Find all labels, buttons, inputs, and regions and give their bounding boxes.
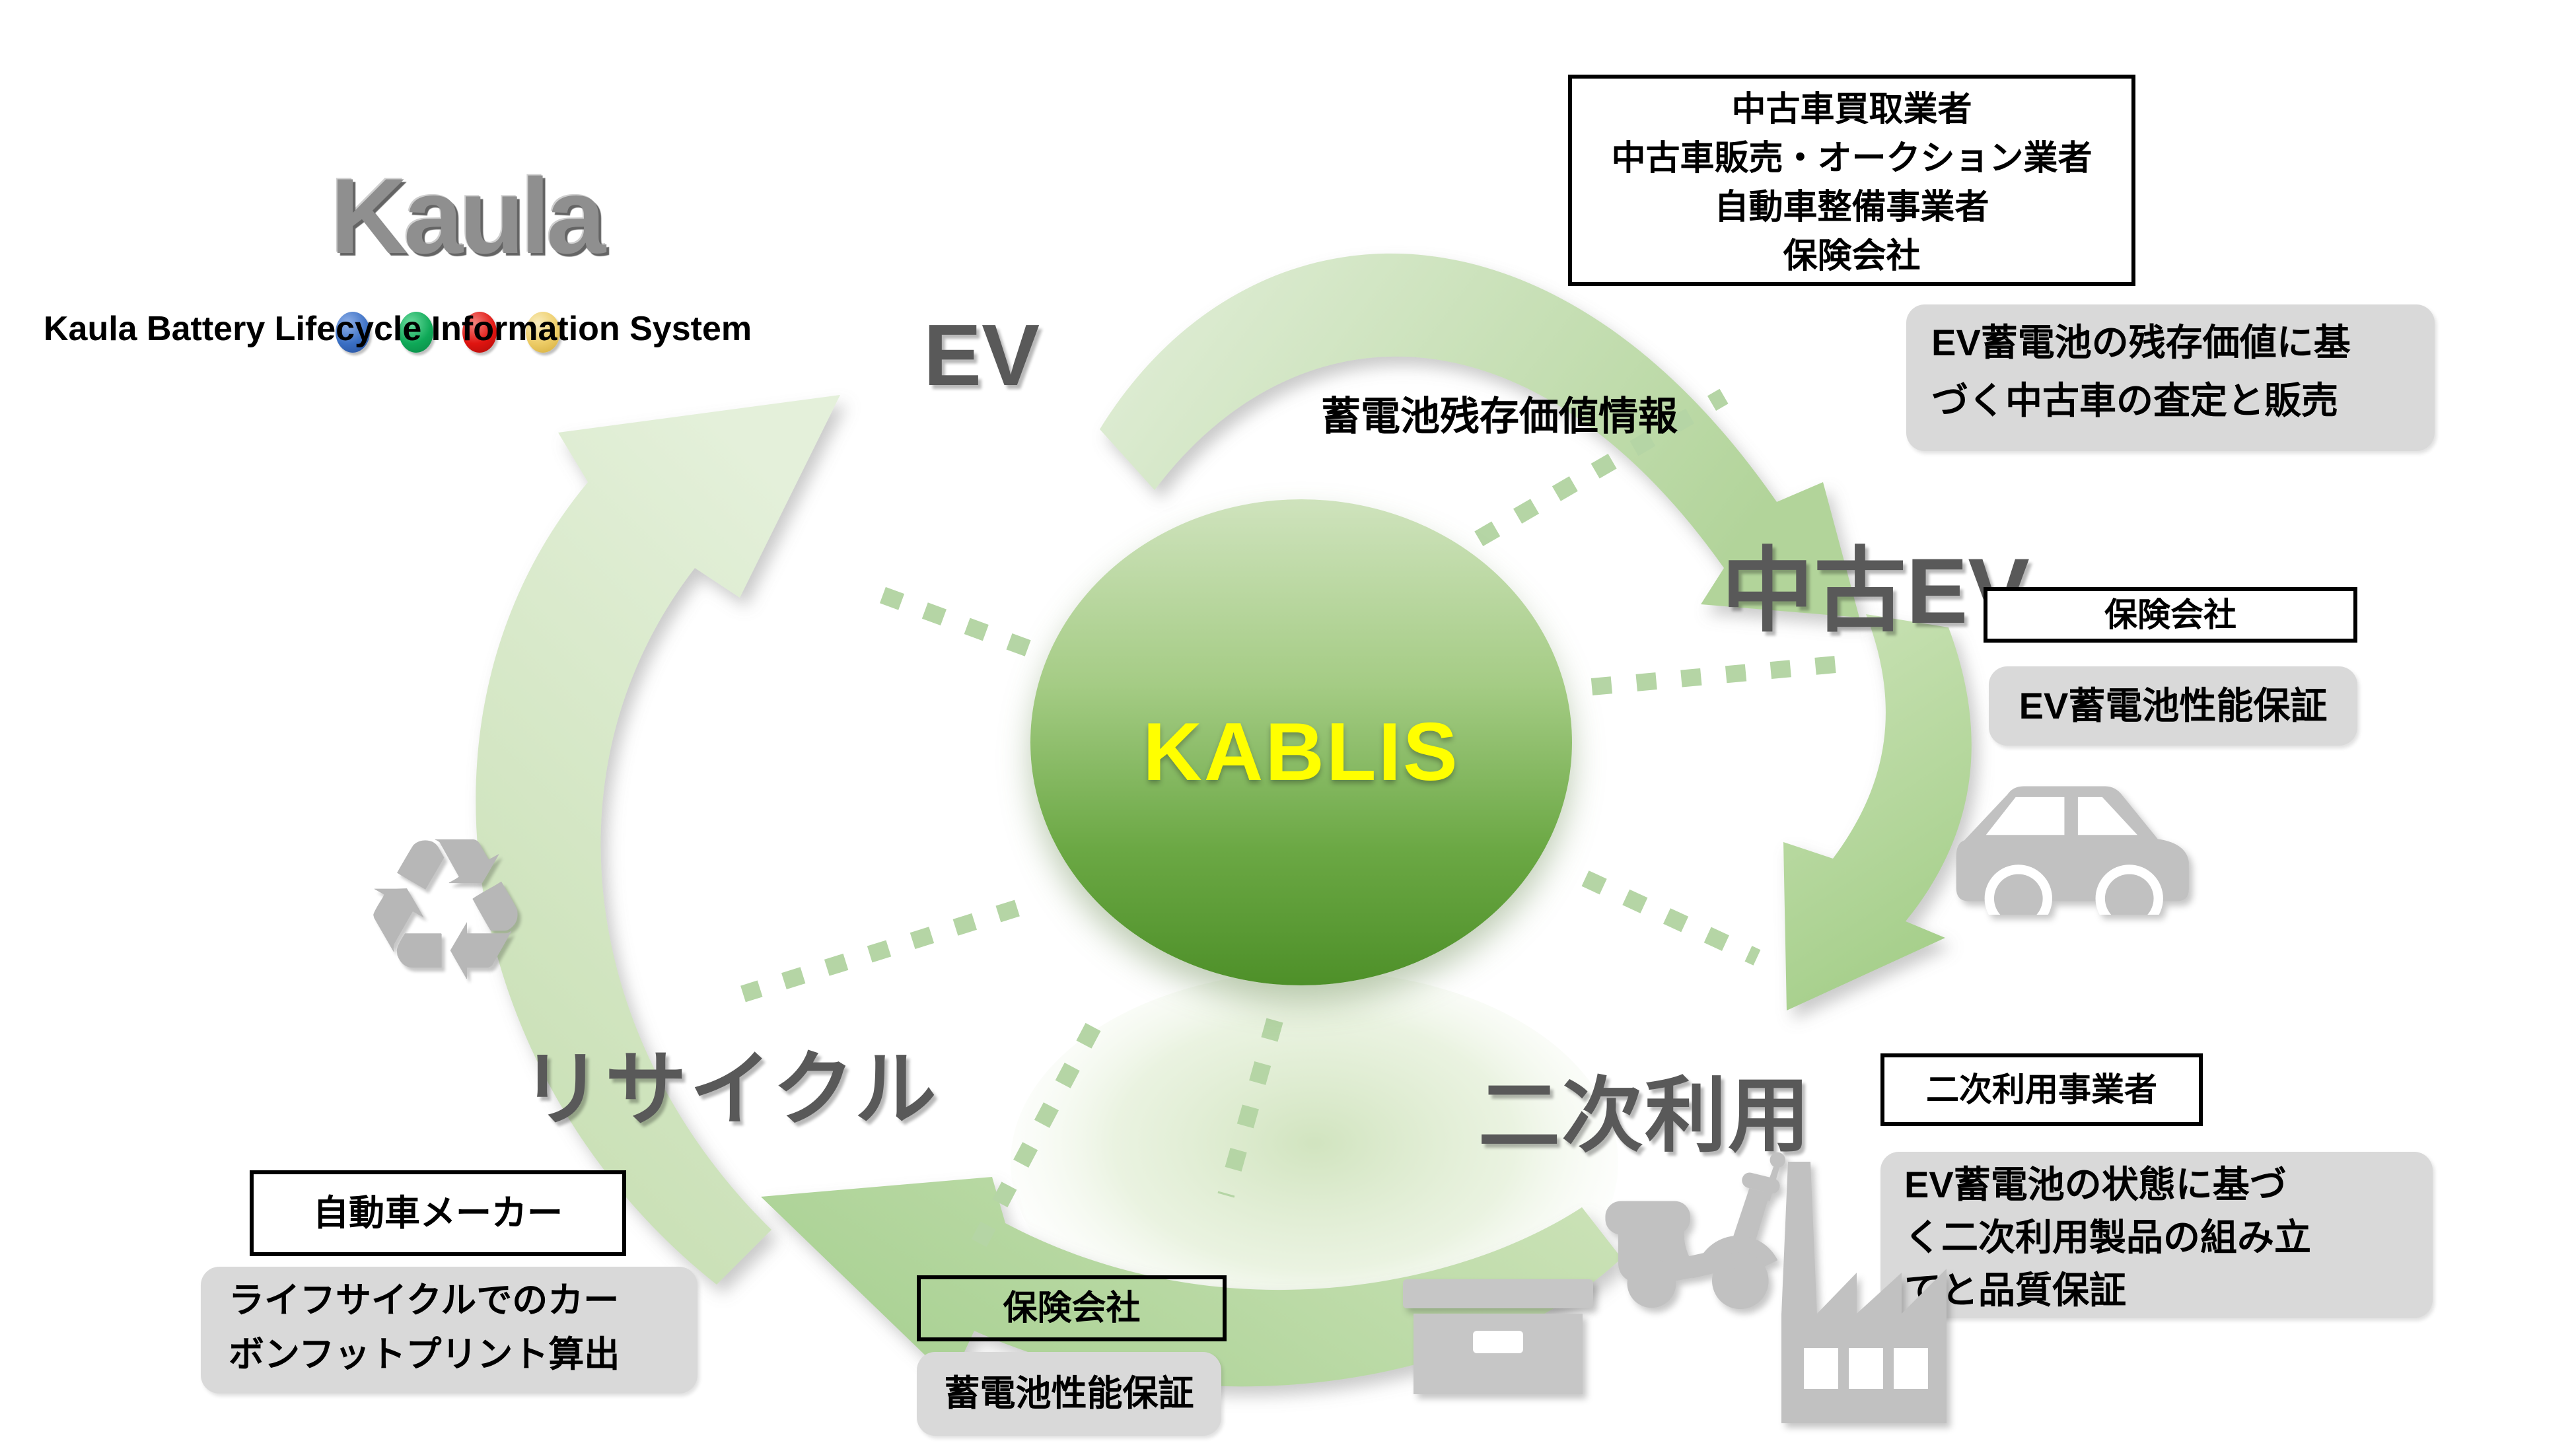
dash-link-secondary [1581, 870, 1761, 966]
circle-reflection [1011, 971, 1618, 1354]
used-car-players-line: 保険会社 [1783, 237, 1921, 275]
system-subtitle: Kaula Battery Lifecycle Information Syst… [44, 310, 752, 348]
insurer-bottom-box: 保険会社 [917, 1275, 1227, 1341]
used-car-players-box: 中古車買取業者 中古車販売・オークション業者 自動車整備事業者 保険会社 [1568, 75, 2135, 286]
yellow-dot-icon [526, 312, 560, 353]
stage-label-secondary-use: 二次利用 [1478, 1071, 1812, 1162]
factory-icon [1770, 1156, 1958, 1429]
stage-label-ev: EV [923, 306, 1040, 404]
used-car-players-line: 中古車販売・オークション業者 [1611, 139, 2093, 178]
battery-residual-value-label: 蓄電池残存価値情報 [1321, 394, 1678, 439]
insurer-right-box: 保険会社 [1984, 587, 2357, 643]
dash-link-insurer-right [1591, 655, 1844, 695]
used-car-players-line: 中古車買取業者 [1731, 90, 1972, 129]
dash-link-insurer-bottom [1217, 1018, 1283, 1198]
recycle-icon: ♻ [357, 799, 534, 1021]
green-dot-icon [399, 312, 433, 353]
red-dot-icon [462, 312, 497, 353]
battery-box-icon [1399, 1275, 1597, 1398]
arc-secondary-to-recycle [761, 1177, 1622, 1387]
secondary-use-player-box: 二次利用事業者 [1880, 1053, 2203, 1126]
automaker-note-line: ライフサイクルでのカー [229, 1281, 620, 1320]
dash-link-ev [869, 583, 1073, 672]
automaker-box: 自動車メーカー [250, 1170, 626, 1256]
arc-used-ev-to-secondary [1783, 614, 1972, 1010]
dash-link-used-ev [1435, 388, 1729, 569]
arc-recycle-to-ev [476, 395, 840, 1285]
battery-warranty-box: 蓄電池性能保証 [917, 1352, 1221, 1436]
kablis-title: KABLIS [1143, 707, 1460, 798]
used-ev-note-line: EV蓄電池の残存価値に基 [1931, 322, 2351, 363]
stage-label-used-ev: 中古EV [1721, 539, 2030, 643]
ev-battery-warranty-box: EV蓄電池性能保証 [1989, 666, 2357, 746]
kablis-circle: KABLIS [1030, 499, 1572, 985]
used-ev-note-box: EV蓄電池の残存価値に基 づく中古車の査定と販売 [1906, 304, 2435, 451]
kaula-logo: Kaula [330, 157, 606, 276]
automaker-note-line: ボンフットプリント算出 [229, 1335, 620, 1374]
secondary-use-note-line: てと品質保証 [1904, 1269, 2126, 1311]
stage-label-recycle: リサイクル [520, 1044, 939, 1135]
arc-ev-to-used-ev [1100, 253, 1859, 618]
secondary-use-note-line: EV蓄電池の状態に基づ [1904, 1164, 2287, 1205]
dash-link-recycle [740, 900, 1020, 1003]
used-car-players-line: 自動車整備事業者 [1714, 188, 1989, 227]
automaker-note-box: ライフサイクルでのカー ボンフットプリント算出 [201, 1267, 698, 1394]
blue-dot-icon [336, 312, 370, 353]
used-ev-note-line: づく中古車の査定と販売 [1931, 380, 2338, 421]
car-icon [1945, 773, 2216, 933]
secondary-use-note-line: く二次利用製品の組み立 [1904, 1217, 2311, 1258]
kaula-logo-dots [336, 312, 560, 353]
scooter-icon [1585, 1145, 1791, 1312]
secondary-use-note-box: EV蓄電池の状態に基づ く二次利用製品の組み立 てと品質保証 [1880, 1152, 2433, 1318]
